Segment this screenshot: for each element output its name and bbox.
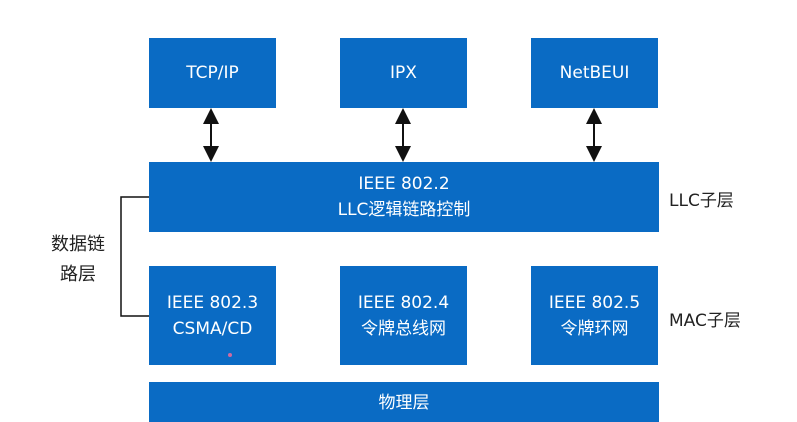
mac-standard: IEEE 802.4 bbox=[357, 292, 450, 313]
llc-description: LLC逻辑链路控制 bbox=[337, 200, 471, 220]
protocol-label: TCP/IP bbox=[186, 63, 239, 83]
mac-standard: IEEE 802.5 bbox=[548, 292, 641, 313]
mac-method: CSMA/CD bbox=[172, 318, 253, 339]
protocol-box-netbeui: NetBEUI bbox=[531, 38, 658, 108]
mac-box-8024: IEEE 802.4 令牌总线网 bbox=[340, 266, 467, 365]
mac-method: 令牌总线网 bbox=[361, 318, 446, 339]
protocol-label: IPX bbox=[390, 63, 417, 83]
protocol-box-tcpip: TCP/IP bbox=[149, 38, 276, 108]
data-link-layer-label: 数据链 路层 bbox=[42, 230, 114, 290]
mac-box-8025: IEEE 802.5 令牌环网 bbox=[531, 266, 658, 365]
physical-layer-label: 物理层 bbox=[378, 393, 430, 413]
protocol-box-ipx: IPX bbox=[340, 38, 467, 108]
llc-box: IEEE 802.2 LLC逻辑链路控制 bbox=[149, 162, 659, 232]
mac-sublayer-label: MAC子层 bbox=[669, 311, 741, 331]
protocol-label: NetBEUI bbox=[559, 63, 630, 83]
llc-sublayer-label: LLC子层 bbox=[669, 191, 734, 211]
connector-lines bbox=[120, 108, 602, 317]
physical-layer-box: 物理层 bbox=[149, 382, 659, 422]
data-link-label-line2: 路层 bbox=[60, 264, 96, 285]
mac-method: 令牌环网 bbox=[560, 318, 629, 339]
data-link-bracket bbox=[120, 196, 149, 317]
llc-standard: IEEE 802.2 bbox=[358, 174, 450, 194]
mac-box-8023: IEEE 802.3 CSMA/CD bbox=[149, 266, 276, 365]
data-link-label-line1: 数据链 bbox=[51, 234, 105, 255]
mac-standard: IEEE 802.3 bbox=[166, 292, 259, 313]
cursor-dot bbox=[228, 353, 232, 357]
